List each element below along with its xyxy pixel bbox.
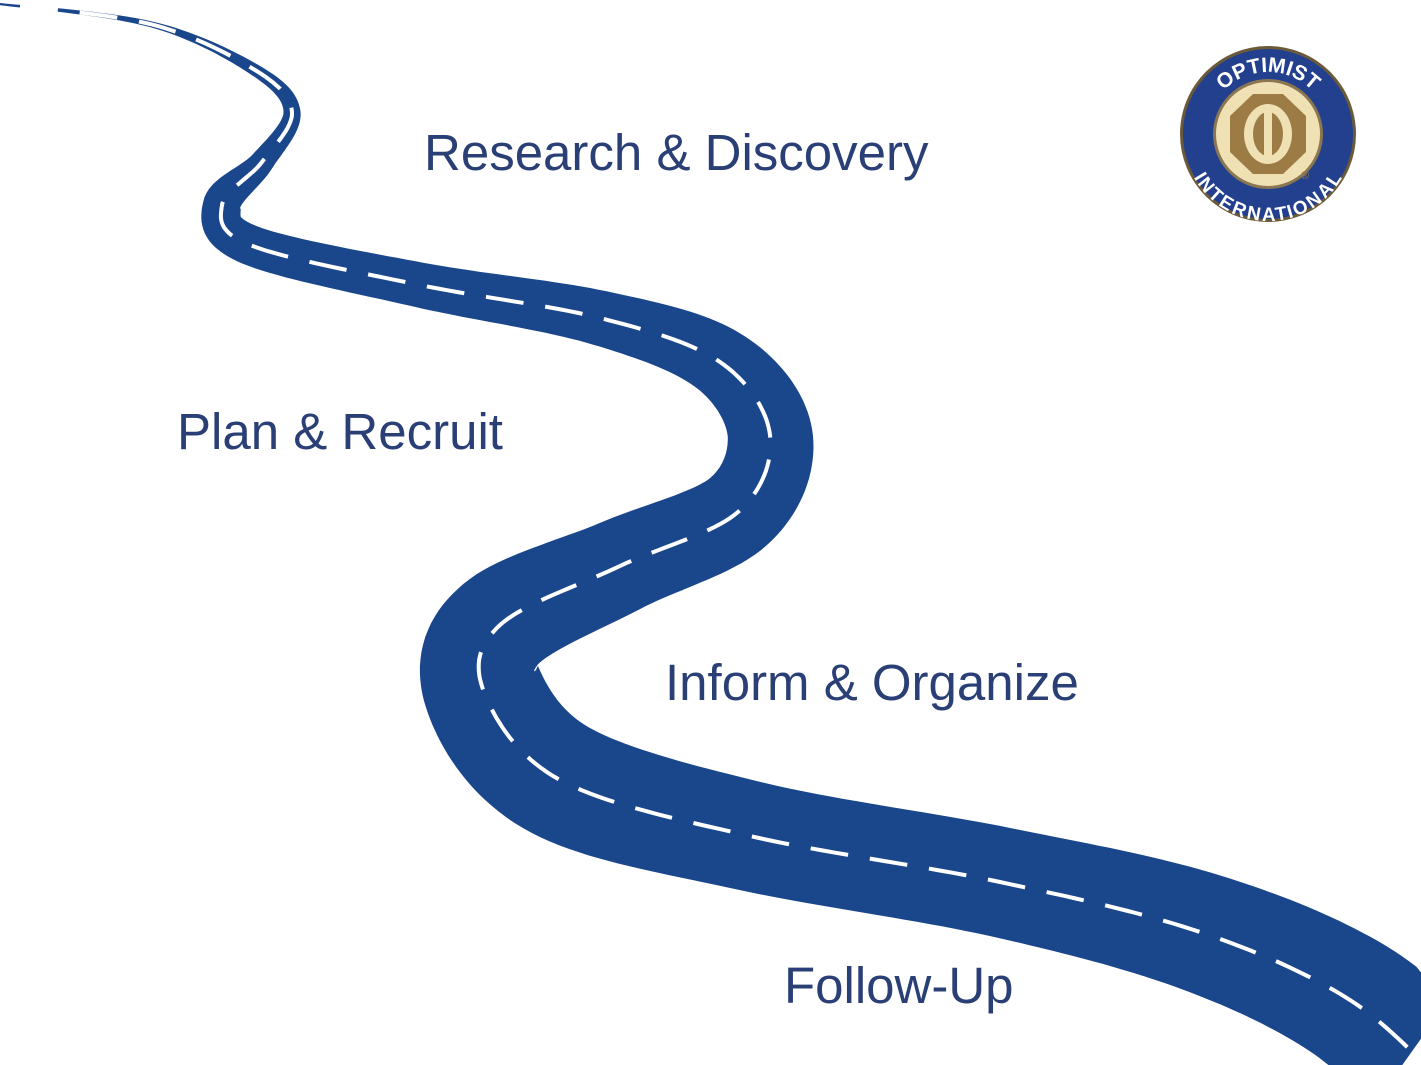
step-plan-recruit: Plan & Recruit [177,403,503,460]
optimist-international-logo: ® OPTIMIST INTERNATIONAL [1180,46,1356,224]
road-center-dashes [19,4,1421,1061]
registered-mark: ® [1301,170,1309,182]
step-follow-up: Follow-Up [784,957,1014,1014]
step-research-discovery: Research & Discovery [424,124,929,181]
step-inform-organize: Inform & Organize [665,654,1079,711]
